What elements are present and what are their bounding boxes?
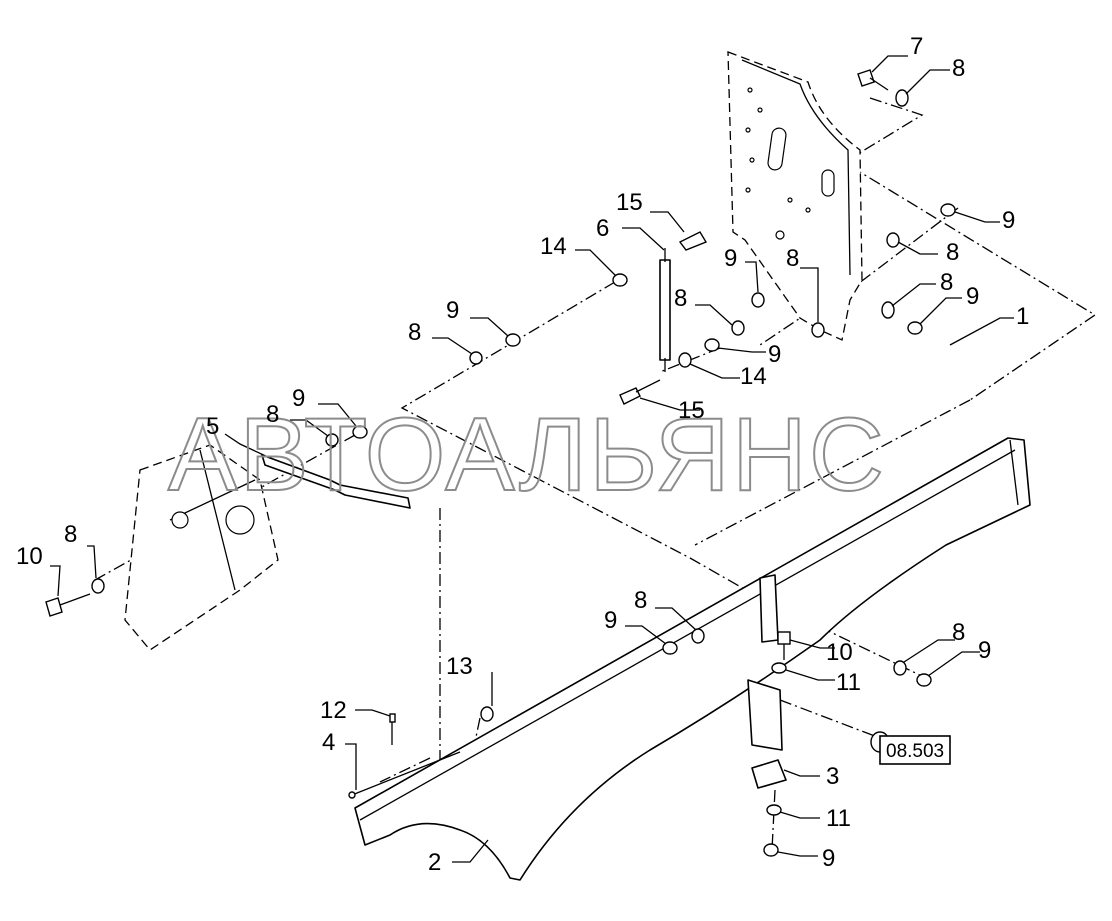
callout-3: 3 bbox=[826, 763, 839, 790]
callout-15: 15 bbox=[678, 397, 705, 424]
callout-8: 8 bbox=[940, 269, 953, 296]
callout-11: 11 bbox=[836, 669, 861, 696]
callout-8: 8 bbox=[786, 245, 799, 272]
callout-9: 9 bbox=[292, 385, 305, 412]
callout-2: 2 bbox=[428, 849, 441, 876]
callout-12: 12 bbox=[320, 697, 347, 724]
watermark-text: АВТОАЛЬЯНС bbox=[168, 397, 886, 513]
left-frame bbox=[124, 444, 279, 651]
callout-9: 9 bbox=[1002, 207, 1015, 234]
rod-and-pin bbox=[348, 713, 461, 799]
callout-9: 9 bbox=[768, 341, 781, 368]
callout-8: 8 bbox=[674, 285, 687, 312]
callout-9: 9 bbox=[978, 637, 991, 664]
callout-10: 10 bbox=[826, 639, 853, 666]
callout-7: 7 bbox=[910, 33, 923, 60]
callout-15: 15 bbox=[616, 189, 643, 216]
reference-box[interactable]: 08.503 bbox=[879, 735, 951, 765]
hardware bbox=[45, 69, 956, 857]
callout-11: 11 bbox=[826, 805, 851, 832]
callout-13: 13 bbox=[446, 653, 473, 680]
callout-8: 8 bbox=[634, 587, 647, 614]
callout-8: 8 bbox=[946, 239, 959, 266]
side-plate bbox=[727, 51, 863, 341]
leader-lines bbox=[50, 55, 1014, 863]
callout-10: 10 bbox=[16, 543, 43, 570]
callout-8: 8 bbox=[408, 319, 421, 346]
callout-9: 9 bbox=[604, 607, 617, 634]
callout-8: 8 bbox=[952, 55, 965, 82]
handle bbox=[261, 454, 411, 509]
cover-panel bbox=[354, 437, 1031, 881]
callout-9: 9 bbox=[446, 297, 459, 324]
callout-1: 1 bbox=[1016, 303, 1029, 330]
callout-8: 8 bbox=[952, 619, 965, 646]
callout-9: 9 bbox=[966, 283, 979, 310]
callout-4: 4 bbox=[322, 729, 335, 756]
callout-8: 8 bbox=[64, 521, 77, 548]
callout-8: 8 bbox=[266, 401, 279, 428]
callout-9: 9 bbox=[724, 245, 737, 272]
callout-labels: 7 8 9 8 8 9 1 9 8 8 9 14 15 15 6 14 9 8 … bbox=[16, 33, 1029, 876]
gas-strut bbox=[659, 248, 671, 372]
callout-5: 5 bbox=[206, 413, 219, 440]
callout-14: 14 bbox=[540, 233, 567, 260]
reference-label: 08.503 bbox=[886, 741, 944, 762]
callout-14: 14 bbox=[740, 363, 767, 390]
callout-6: 6 bbox=[596, 215, 609, 242]
hinge bbox=[747, 679, 787, 789]
callout-9: 9 bbox=[822, 845, 835, 872]
